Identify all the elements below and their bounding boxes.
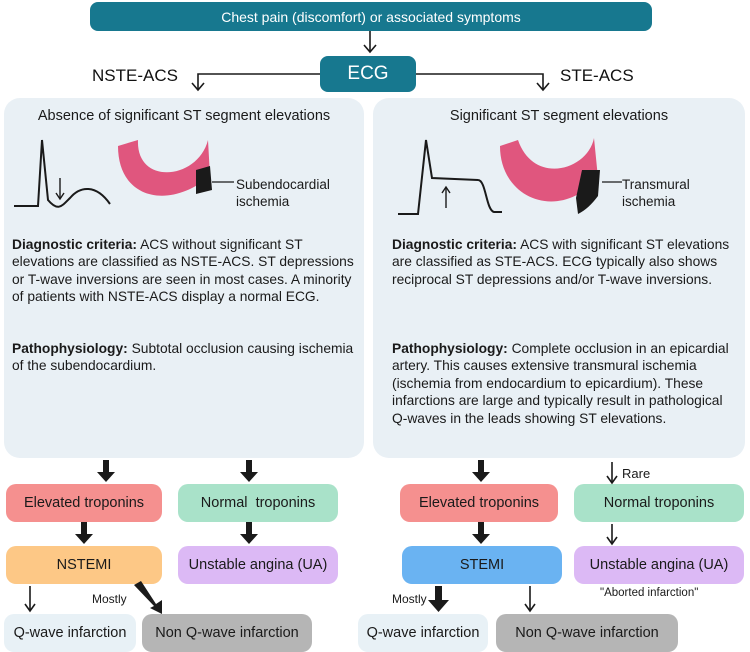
arrow-stemi-to-q-wave [428,586,449,612]
right-mostly-label: Mostly [392,592,427,606]
symptoms-header-text: Chest pain (discomfort) or associated sy… [221,8,521,25]
arrow-left-to-normal [240,460,258,482]
subendocardial-ischemia-label: Subendocardial ischemia [236,177,330,209]
transmural-ischemia-zone [576,170,600,214]
ecg-node: ECG [320,56,416,92]
nste-patho-heading: Pathophysiology: [12,341,128,356]
ste-panel-title: Significant ST segment elevations [449,108,669,124]
arrow-elevated-to-nstemi [75,522,93,544]
ste-patho-text: Complete occlusion in an epicardial arte… [392,341,729,426]
symptoms-header: Chest pain (discomfort) or associated sy… [90,2,652,31]
left-non-q-wave-infarction: Non Q-wave infarction [142,614,312,652]
nstemi-text: NSTEMI [56,557,112,573]
transmural-ischemia-label: Transmural ischemia [622,177,690,209]
ecg-node-text: ECG [347,63,389,84]
right-normal-troponins-text: Normal troponins [603,495,715,511]
nste-criteria-heading: Diagnostic criteria: [12,237,137,252]
left-normal-troponins: Normal troponins [178,484,338,522]
ste-diagnostic-criteria: Diagnostic criteria: ACS with significan… [392,236,738,288]
right-non-q-wave-text: Non Q-wave infarction [515,625,659,641]
nste-panel-title: Absence of significant ST segment elevat… [37,108,331,124]
ecg-trace-st-depression [14,139,111,208]
st-depression-arrow-head [55,192,65,201]
right-non-q-wave-infarction: Non Q-wave infarction [496,614,678,652]
nste-acs-label: NSTE-ACS [92,66,178,85]
connector-ecg-to-nste-head [191,82,205,92]
nstemi-box: NSTEMI [6,546,162,584]
right-elevated-troponins-text: Elevated troponins [418,495,540,511]
right-normal-troponins: Normal troponins [574,484,744,522]
right-unstable-angina-text: Unstable angina (UA) [589,557,729,573]
left-unstable-angina: Unstable angina (UA) [178,546,338,584]
ste-pathophysiology: Pathophysiology: Complete occlusion in a… [392,340,740,427]
nste-criteria-text: ACS without significant ST elevations ar… [12,237,354,305]
right-unstable-angina: Unstable angina (UA) [574,546,744,584]
ste-criteria-heading: Diagnostic criteria: [392,237,517,252]
heart-transmural [500,138,598,202]
right-q-wave-text: Q-wave infarction [366,625,480,641]
left-elevated-troponins-text: Elevated troponins [23,495,145,511]
left-mostly-label: Mostly [92,592,127,606]
ste-criteria-text: ACS with significant ST elevations are c… [392,237,730,287]
arrow-nstemi-to-q-wave-head [24,603,36,613]
arrow-header-to-ecg-head [363,44,377,54]
arrow-nstemi-to-non-q-wave [134,581,162,614]
arrow-elevated-to-stemi [472,522,490,544]
st-elevation-arrow-head [441,185,451,194]
nste-diagnostic-criteria: Diagnostic criteria: ACS without signifi… [12,236,358,306]
left-elevated-troponins: Elevated troponins [6,484,162,522]
arrow-right-to-normal-head [606,475,618,485]
ecg-trace-st-elevation [398,139,502,215]
nste-acs-panel [4,98,364,458]
stemi-text: STEMI [459,557,505,573]
connector-ecg-to-ste-head [536,82,550,92]
nste-patho-text: Subtotal occlusion causing ischemia of t… [12,341,354,374]
ste-acs-panel [373,98,745,458]
arrow-left-to-elevated [97,460,115,482]
ste-acs-label: STE-ACS [560,66,634,85]
nste-pathophysiology: Pathophysiology: Subtotal occlusion caus… [12,340,358,375]
connector-ecg-to-ste [416,73,544,90]
arrow-normal-to-ua [240,522,258,544]
right-q-wave-infarction: Q-wave infarction [358,614,488,652]
arrow-stemi-to-non-q-wave-head [524,603,536,613]
ste-patho-heading: Pathophysiology: [392,341,508,356]
left-non-q-wave-text: Non Q-wave infarction [155,625,299,641]
stemi-box: STEMI [402,546,562,584]
arrow-normal-to-ua-right-head [606,536,618,546]
aborted-infarction-label: "Aborted infarction" [600,587,699,599]
left-q-wave-infarction: Q-wave infarction [4,614,136,652]
arrow-right-to-elevated [472,460,490,482]
rare-label: Rare [622,466,651,481]
heart-subendocardial [118,140,210,196]
left-q-wave-text: Q-wave infarction [13,625,127,641]
left-normal-troponins-text: Normal troponins [200,495,316,511]
connector-ecg-to-nste [197,73,320,90]
subendocardial-ischemia-zone [196,166,212,194]
right-elevated-troponins: Elevated troponins [400,484,558,522]
left-unstable-angina-text: Unstable angina (UA) [188,557,328,573]
